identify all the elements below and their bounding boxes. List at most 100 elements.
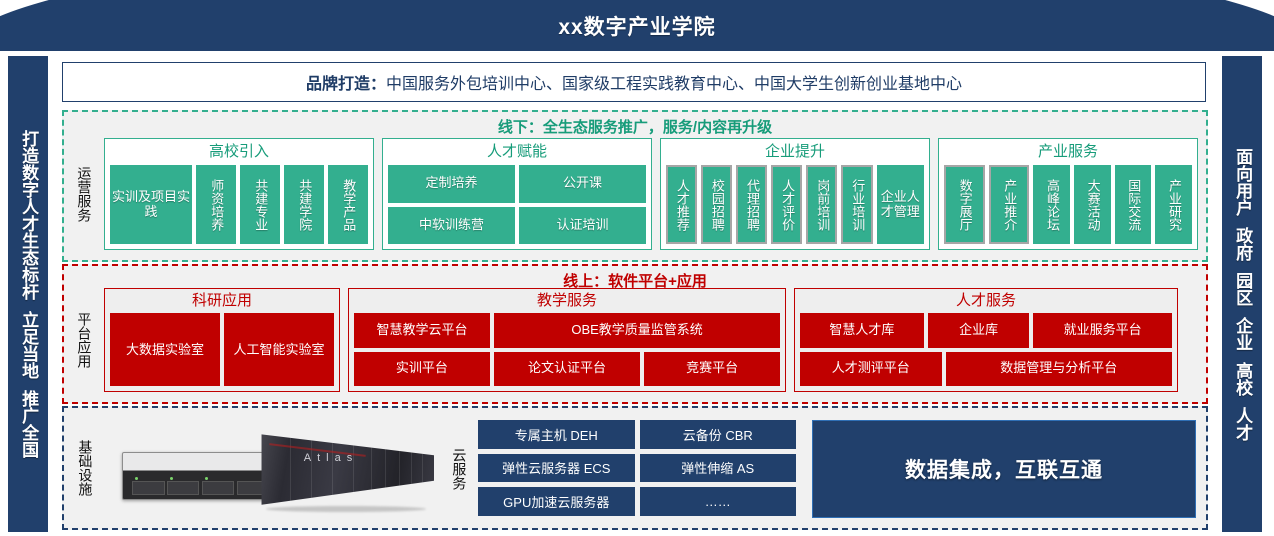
cloud-service-tile[interactable]: ……	[639, 487, 796, 516]
cloud-service-tile[interactable]: 云备份 CBR	[639, 420, 796, 449]
atlas-shadow	[266, 506, 426, 512]
online-tile-row: 实训平台论文认证平台竞赛平台	[354, 351, 781, 386]
left-rail-line-0: 打造数字人才生态标杆	[19, 130, 39, 300]
online-tile[interactable]: 竞赛平台	[644, 351, 781, 386]
hardware-illustrations: Atlas	[108, 420, 438, 516]
infrastructure-band: 基础设施	[62, 406, 1208, 530]
right-rail-line-3: 企业	[1233, 316, 1253, 351]
offline-group-body: 实训及项目实践师资培养共建专业共建学院教学产品	[105, 165, 373, 249]
header-banner: xx数字产业学院	[0, 0, 1274, 51]
cloud-service-tile[interactable]: 弹性伸缩 AS	[639, 453, 796, 483]
offline-tile[interactable]: 行业培训	[841, 165, 873, 244]
offline-group-body: 人才推荐校园招聘代理招聘人才评价岗前培训行业培训企业人才管理	[661, 165, 929, 249]
cloud-service-tile[interactable]: 专属主机 DEH	[478, 420, 635, 449]
online-group-body: 大数据实验室人工智能实验室	[105, 313, 339, 391]
offline-tile[interactable]: 大赛活动	[1074, 165, 1111, 244]
online-tile[interactable]: 大数据实验室	[110, 313, 220, 386]
offline-group-card[interactable]: 高校引入实训及项目实践师资培养共建专业共建学院教学产品	[104, 138, 374, 250]
offline-group-title: 高校引入	[208, 143, 269, 160]
offline-tile[interactable]: 企业人才管理	[876, 165, 924, 244]
online-tile[interactable]: 人才测评平台	[800, 351, 942, 386]
offline-group-card[interactable]: 产业服务数字展厅产业推介高峰论坛大赛活动国际交流产业研究	[938, 138, 1198, 250]
right-rail-line-1: 政府	[1233, 226, 1253, 261]
offline-tile[interactable]: 定制培养	[388, 165, 515, 203]
offline-tile[interactable]: 产业推介	[988, 165, 1030, 244]
offline-tile[interactable]: 人才推荐	[666, 165, 698, 244]
online-tile-row: 智慧人才库企业库就业服务平台	[800, 313, 1173, 348]
offline-tile[interactable]: 共建专业	[240, 165, 280, 244]
left-rail-line-2: 推广全国	[19, 390, 39, 458]
offline-tile[interactable]: 代理招聘	[736, 165, 768, 244]
offline-tile[interactable]: 产业研究	[1155, 165, 1193, 244]
infrastructure-rail-label: 基础设施	[77, 440, 94, 496]
right-rail-line-0: 面向用户	[1233, 147, 1253, 216]
brand-label: 品牌打造：	[305, 76, 386, 93]
offline-group-body: 数字展厅产业推介高峰论坛大赛活动国际交流产业研究	[939, 165, 1197, 249]
online-group-title: 科研应用	[191, 292, 252, 309]
online-tile-row: 人才测评平台数据管理与分析平台	[800, 351, 1172, 386]
offline-group-title: 企业提升	[764, 143, 825, 160]
offline-tile[interactable]: 实训及项目实践	[110, 165, 192, 244]
right-rail-line-2: 园区	[1233, 271, 1253, 306]
offline-band: 线下：全生态服务推广，服务/内容再升级 运营服务 高校引入实训及项目实践师资培养…	[62, 110, 1208, 262]
offline-tile-column: 公开课认证培训	[519, 165, 646, 244]
offline-tile[interactable]: 中软训练营	[388, 206, 515, 244]
offline-group-title: 产业服务	[1037, 143, 1098, 160]
offline-tile[interactable]: 认证培训	[519, 206, 646, 244]
offline-group-card[interactable]: 人才赋能定制培养中软训练营公开课认证培训	[382, 138, 652, 250]
online-band-rail-label: 平台应用	[76, 312, 93, 368]
page-title: xx数字产业学院	[558, 15, 716, 39]
online-tile[interactable]: OBE教学质量监管系统	[494, 313, 780, 348]
brand-text: 中国服务外包培训中心、国家级工程实践教育中心、中国大学生创新创业基地中心	[386, 76, 963, 93]
offline-tile[interactable]: 高峰论坛	[1033, 165, 1071, 244]
offline-tile[interactable]: 师资培养	[196, 165, 236, 244]
online-tile[interactable]: 人工智能实验室	[224, 313, 334, 386]
online-band-rail: 平台应用	[72, 288, 96, 392]
offline-group-card[interactable]: 企业提升人才推荐校园招聘代理招聘人才评价岗前培训行业培训企业人才管理	[660, 138, 930, 250]
online-tile-row: 大数据实验室人工智能实验室	[110, 313, 334, 386]
offline-group-body: 定制培养中软训练营公开课认证培训	[383, 165, 651, 249]
main-column: 品牌打造：中国服务外包培训中心、国家级工程实践教育中心、中国大学生创新创业基地中…	[56, 56, 1218, 532]
online-tile[interactable]: 实训平台	[354, 351, 490, 386]
online-tile[interactable]: 智慧人才库	[800, 313, 924, 348]
online-group-body: 智慧人才库企业库就业服务平台人才测评平台数据管理与分析平台	[795, 313, 1177, 391]
online-tile[interactable]: 智慧教学云平台	[354, 313, 491, 348]
infrastructure-rail: 基础设施	[72, 418, 98, 518]
online-tile[interactable]: 企业库	[927, 313, 1030, 348]
cloud-services-label-text: 云服务	[451, 448, 468, 490]
online-tile[interactable]: 数据管理与分析平台	[945, 351, 1172, 386]
brand-strip: 品牌打造：中国服务外包培训中心、国家级工程实践教育中心、中国大学生创新创业基地中…	[62, 62, 1206, 102]
offline-tile[interactable]: 岗前培训	[806, 165, 838, 244]
online-group-card[interactable]: 人才服务智慧人才库企业库就业服务平台人才测评平台数据管理与分析平台	[794, 288, 1178, 392]
offline-tile[interactable]: 数字展厅	[944, 165, 985, 244]
right-rail: 面向用户 政府 园区 企业 高校 人才	[1222, 56, 1262, 532]
online-tile[interactable]: 就业服务平台	[1033, 313, 1173, 348]
right-rail-line-4: 高校	[1233, 361, 1253, 396]
offline-tile-column: 定制培养中软训练营	[388, 165, 515, 244]
atlas-label: Atlas	[303, 452, 359, 464]
offline-band-rail-label: 运营服务	[76, 166, 93, 222]
online-group-card[interactable]: 科研应用大数据实验室人工智能实验室	[104, 288, 340, 392]
online-tile[interactable]: 论文认证平台	[493, 351, 641, 386]
online-band: 线上：软件平台+应用 平台应用 科研应用大数据实验室人工智能实验室教学服务智慧教…	[62, 264, 1208, 404]
offline-group-title: 人才赋能	[486, 143, 547, 160]
offline-tile[interactable]: 人才评价	[771, 165, 803, 244]
offline-group-row: 高校引入实训及项目实践师资培养共建专业共建学院教学产品人才赋能定制培养中软训练营…	[104, 138, 1198, 250]
offline-tile[interactable]: 公开课	[519, 165, 646, 203]
offline-tile[interactable]: 教学产品	[328, 165, 368, 244]
offline-tile[interactable]: 国际交流	[1114, 165, 1152, 244]
cloud-services-label: 云服务	[446, 430, 472, 508]
cloud-service-tile[interactable]: GPU加速云服务器	[478, 487, 635, 516]
right-rail-line-5: 人才	[1233, 406, 1253, 441]
offline-tile[interactable]: 校园招聘	[701, 165, 733, 244]
offline-tile[interactable]: 共建学院	[284, 165, 324, 244]
atlas-cabinet-icon: Atlas	[261, 434, 434, 505]
left-rail-line-1: 立足当地	[19, 311, 39, 379]
cloud-service-tile[interactable]: 弹性云服务器 ECS	[478, 453, 635, 483]
